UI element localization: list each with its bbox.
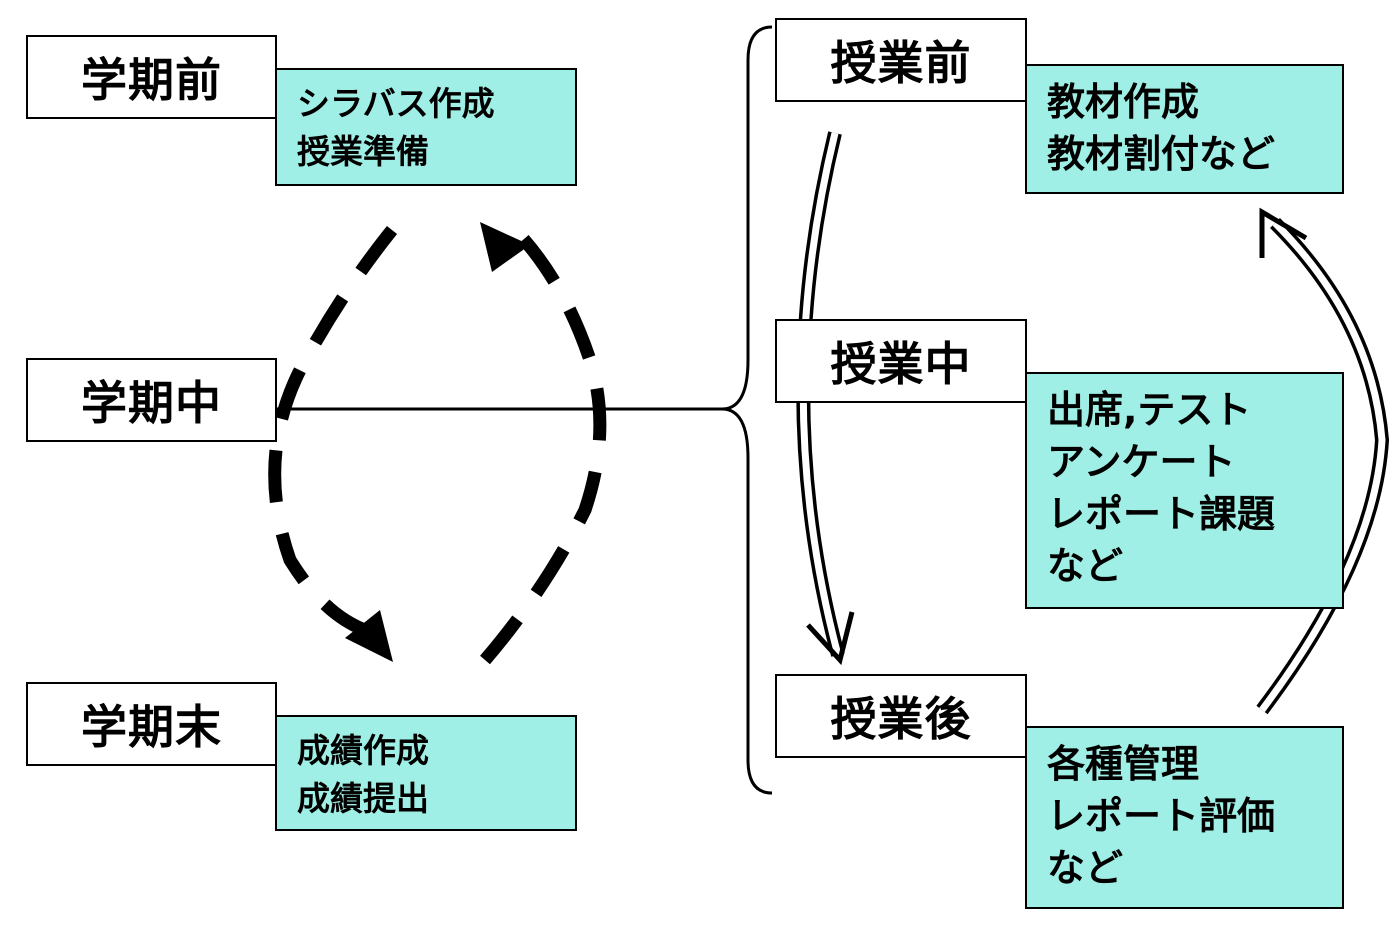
note-semester-before: シラバス作成 授業準備 (275, 68, 577, 186)
label-lesson-during: 授業中 (775, 319, 1027, 403)
note-line: 授業準備 (297, 132, 429, 171)
label-semester-end: 学期末 (26, 682, 277, 766)
note-line: など (1047, 544, 1124, 588)
note-line: アンケート (1047, 440, 1236, 484)
note-line: シラバス作成 (297, 84, 495, 123)
label-lesson-after: 授業後 (775, 674, 1027, 758)
label-semester-during: 学期中 (26, 358, 277, 442)
label-lesson-before: 授業前 (775, 18, 1027, 102)
note-line: 成績提出 (297, 779, 429, 818)
note-line: 教材割付など (1047, 132, 1276, 176)
double-arrow-up (1256, 207, 1390, 715)
cycle-arrowhead-down (345, 610, 393, 662)
cycle-arrowhead-up (480, 222, 530, 272)
label-semester-before: 学期前 (26, 35, 277, 119)
note-line: 教材作成 (1047, 80, 1200, 124)
note-line: レポート課題 (1047, 492, 1276, 536)
curly-brace (721, 25, 773, 795)
note-lesson-before: 教材作成 教材割付など (1025, 64, 1344, 194)
note-line: など (1047, 846, 1124, 890)
note-lesson-during: 出席,テスト アンケート レポート課題 など (1025, 372, 1344, 609)
note-line: 出席,テスト (1047, 388, 1252, 432)
note-line: 各種管理 (1047, 742, 1200, 786)
note-lesson-after: 各種管理 レポート評価 など (1025, 726, 1344, 909)
note-line: レポート評価 (1047, 794, 1276, 838)
cycle-dashed-oval (268, 225, 607, 665)
note-line: 成績作成 (297, 731, 429, 770)
note-semester-end: 成績作成 成績提出 (275, 715, 577, 831)
